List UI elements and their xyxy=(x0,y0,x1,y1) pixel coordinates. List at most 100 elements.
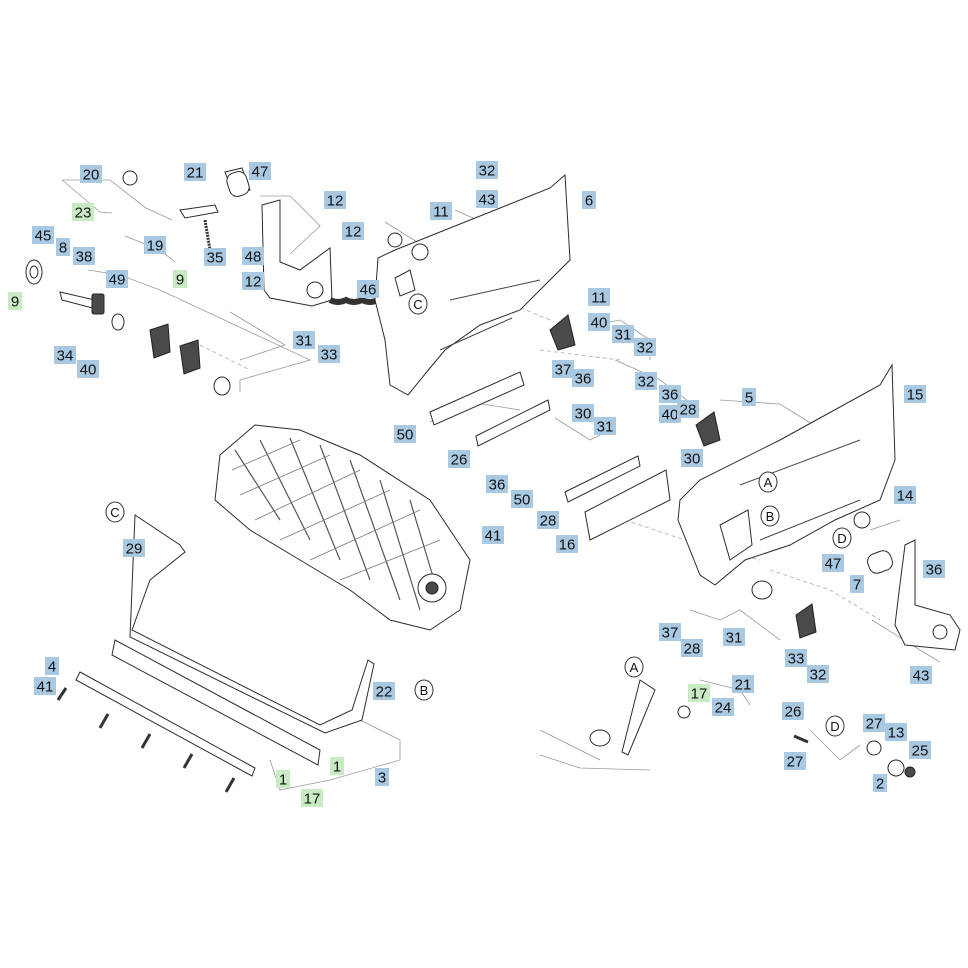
part-label-37: 37 xyxy=(552,360,574,379)
part-label-25: 25 xyxy=(909,741,931,760)
part-label-37: 37 xyxy=(659,623,681,642)
part-number: 47 xyxy=(825,556,842,573)
part-label-33: 33 xyxy=(318,345,340,364)
part-label-28: 28 xyxy=(537,511,559,530)
part-number: 31 xyxy=(726,630,743,647)
part-number: 43 xyxy=(913,668,930,685)
part-number: 37 xyxy=(662,625,679,642)
part-label-32: 32 xyxy=(807,665,829,684)
part-number: 36 xyxy=(489,477,506,494)
part-label-21: 21 xyxy=(184,163,206,182)
part-number: 1 xyxy=(279,772,287,789)
assembly-label-9: 9 xyxy=(173,270,187,289)
part-number: 9 xyxy=(11,294,19,311)
part-number: 19 xyxy=(147,238,164,255)
part-number: 46 xyxy=(360,282,377,299)
part-label-19: 19 xyxy=(144,236,166,255)
part-label-46: 46 xyxy=(357,280,379,299)
part-number: 32 xyxy=(638,374,655,391)
part-label-40: 40 xyxy=(77,360,99,379)
part-number: 40 xyxy=(80,362,97,379)
part-label-20: 20 xyxy=(80,165,102,184)
part-label-28: 28 xyxy=(681,639,703,658)
part-number: 17 xyxy=(304,791,321,808)
part-label-26: 26 xyxy=(782,702,804,721)
part-label-47: 47 xyxy=(249,162,271,181)
part-label-16: 16 xyxy=(556,535,578,554)
part-number: 34 xyxy=(57,348,74,365)
part-label-24: 24 xyxy=(712,698,734,717)
reference-marker-d: D xyxy=(832,527,852,549)
part-label-31: 31 xyxy=(293,331,315,350)
part-label-35: 35 xyxy=(204,248,226,267)
part-number: 49 xyxy=(109,272,126,289)
part-number: 12 xyxy=(245,274,262,291)
part-number: 29 xyxy=(126,541,143,558)
assembly-label-1: 1 xyxy=(330,757,344,776)
assembly-label-9: 9 xyxy=(8,292,22,311)
part-number: 30 xyxy=(684,451,701,468)
part-label-36: 36 xyxy=(572,369,594,388)
reference-marker-b: B xyxy=(414,679,434,701)
scraper-screws xyxy=(56,687,236,793)
reference-marker-d: D xyxy=(825,715,845,737)
part-number: 31 xyxy=(296,333,313,350)
reference-marker-b: B xyxy=(760,505,780,527)
part-label-33: 33 xyxy=(785,649,807,668)
part-label-13: 13 xyxy=(885,723,907,742)
part-number: 30 xyxy=(575,406,592,423)
part-label-43: 43 xyxy=(910,666,932,685)
reference-letter: D xyxy=(837,531,846,546)
part-number: 22 xyxy=(376,684,393,701)
part-label-31: 31 xyxy=(594,417,616,436)
brush-roller-16 xyxy=(214,424,471,631)
reference-marker-a: A xyxy=(624,656,644,678)
part-number: 14 xyxy=(897,488,914,505)
part-label-45: 45 xyxy=(32,226,54,245)
assembly-label-17: 17 xyxy=(301,789,323,808)
part-label-12: 12 xyxy=(242,272,264,291)
part-number: 12 xyxy=(345,224,362,241)
reference-letter: B xyxy=(420,683,429,698)
part-number: 41 xyxy=(485,528,502,545)
part-label-5: 5 xyxy=(742,388,756,407)
side-plate-6 xyxy=(374,173,571,396)
part-label-12: 12 xyxy=(324,191,346,210)
part-number: 32 xyxy=(637,340,654,357)
part-label-2: 2 xyxy=(873,774,887,793)
part-number: 50 xyxy=(514,492,531,509)
part-label-40: 40 xyxy=(659,405,681,424)
part-label-34: 34 xyxy=(54,346,76,365)
part-number: 36 xyxy=(575,371,592,388)
reference-letter: C xyxy=(413,297,422,312)
part-number: 21 xyxy=(735,677,752,694)
part-label-11: 11 xyxy=(430,202,452,221)
part-number: 38 xyxy=(76,249,93,266)
left-bracket-assembly xyxy=(25,167,380,396)
part-label-43: 43 xyxy=(476,190,498,209)
part-number: 48 xyxy=(245,249,262,266)
part-number: 28 xyxy=(540,513,557,530)
part-number: 47 xyxy=(252,164,269,181)
part-number: 35 xyxy=(207,250,224,267)
part-number: 27 xyxy=(787,754,804,771)
part-number: 3 xyxy=(378,770,386,787)
part-number: 32 xyxy=(810,667,827,684)
reference-marker-c: C xyxy=(408,293,428,315)
part-label-8: 8 xyxy=(56,238,70,257)
reference-letter: B xyxy=(766,509,775,524)
part-label-21: 21 xyxy=(732,675,754,694)
part-label-26: 26 xyxy=(448,450,470,469)
assembly-label-23: 23 xyxy=(72,203,94,222)
lever-assembly xyxy=(589,679,916,778)
part-label-29: 29 xyxy=(123,539,145,558)
assembly-label-1: 1 xyxy=(276,770,290,789)
part-label-4: 4 xyxy=(45,657,59,676)
part-label-27: 27 xyxy=(784,752,806,771)
reference-letter: D xyxy=(830,719,839,734)
part-number: 6 xyxy=(585,193,593,210)
part-label-30: 30 xyxy=(681,449,703,468)
part-number: 13 xyxy=(888,725,905,742)
reference-letter: C xyxy=(110,505,119,520)
